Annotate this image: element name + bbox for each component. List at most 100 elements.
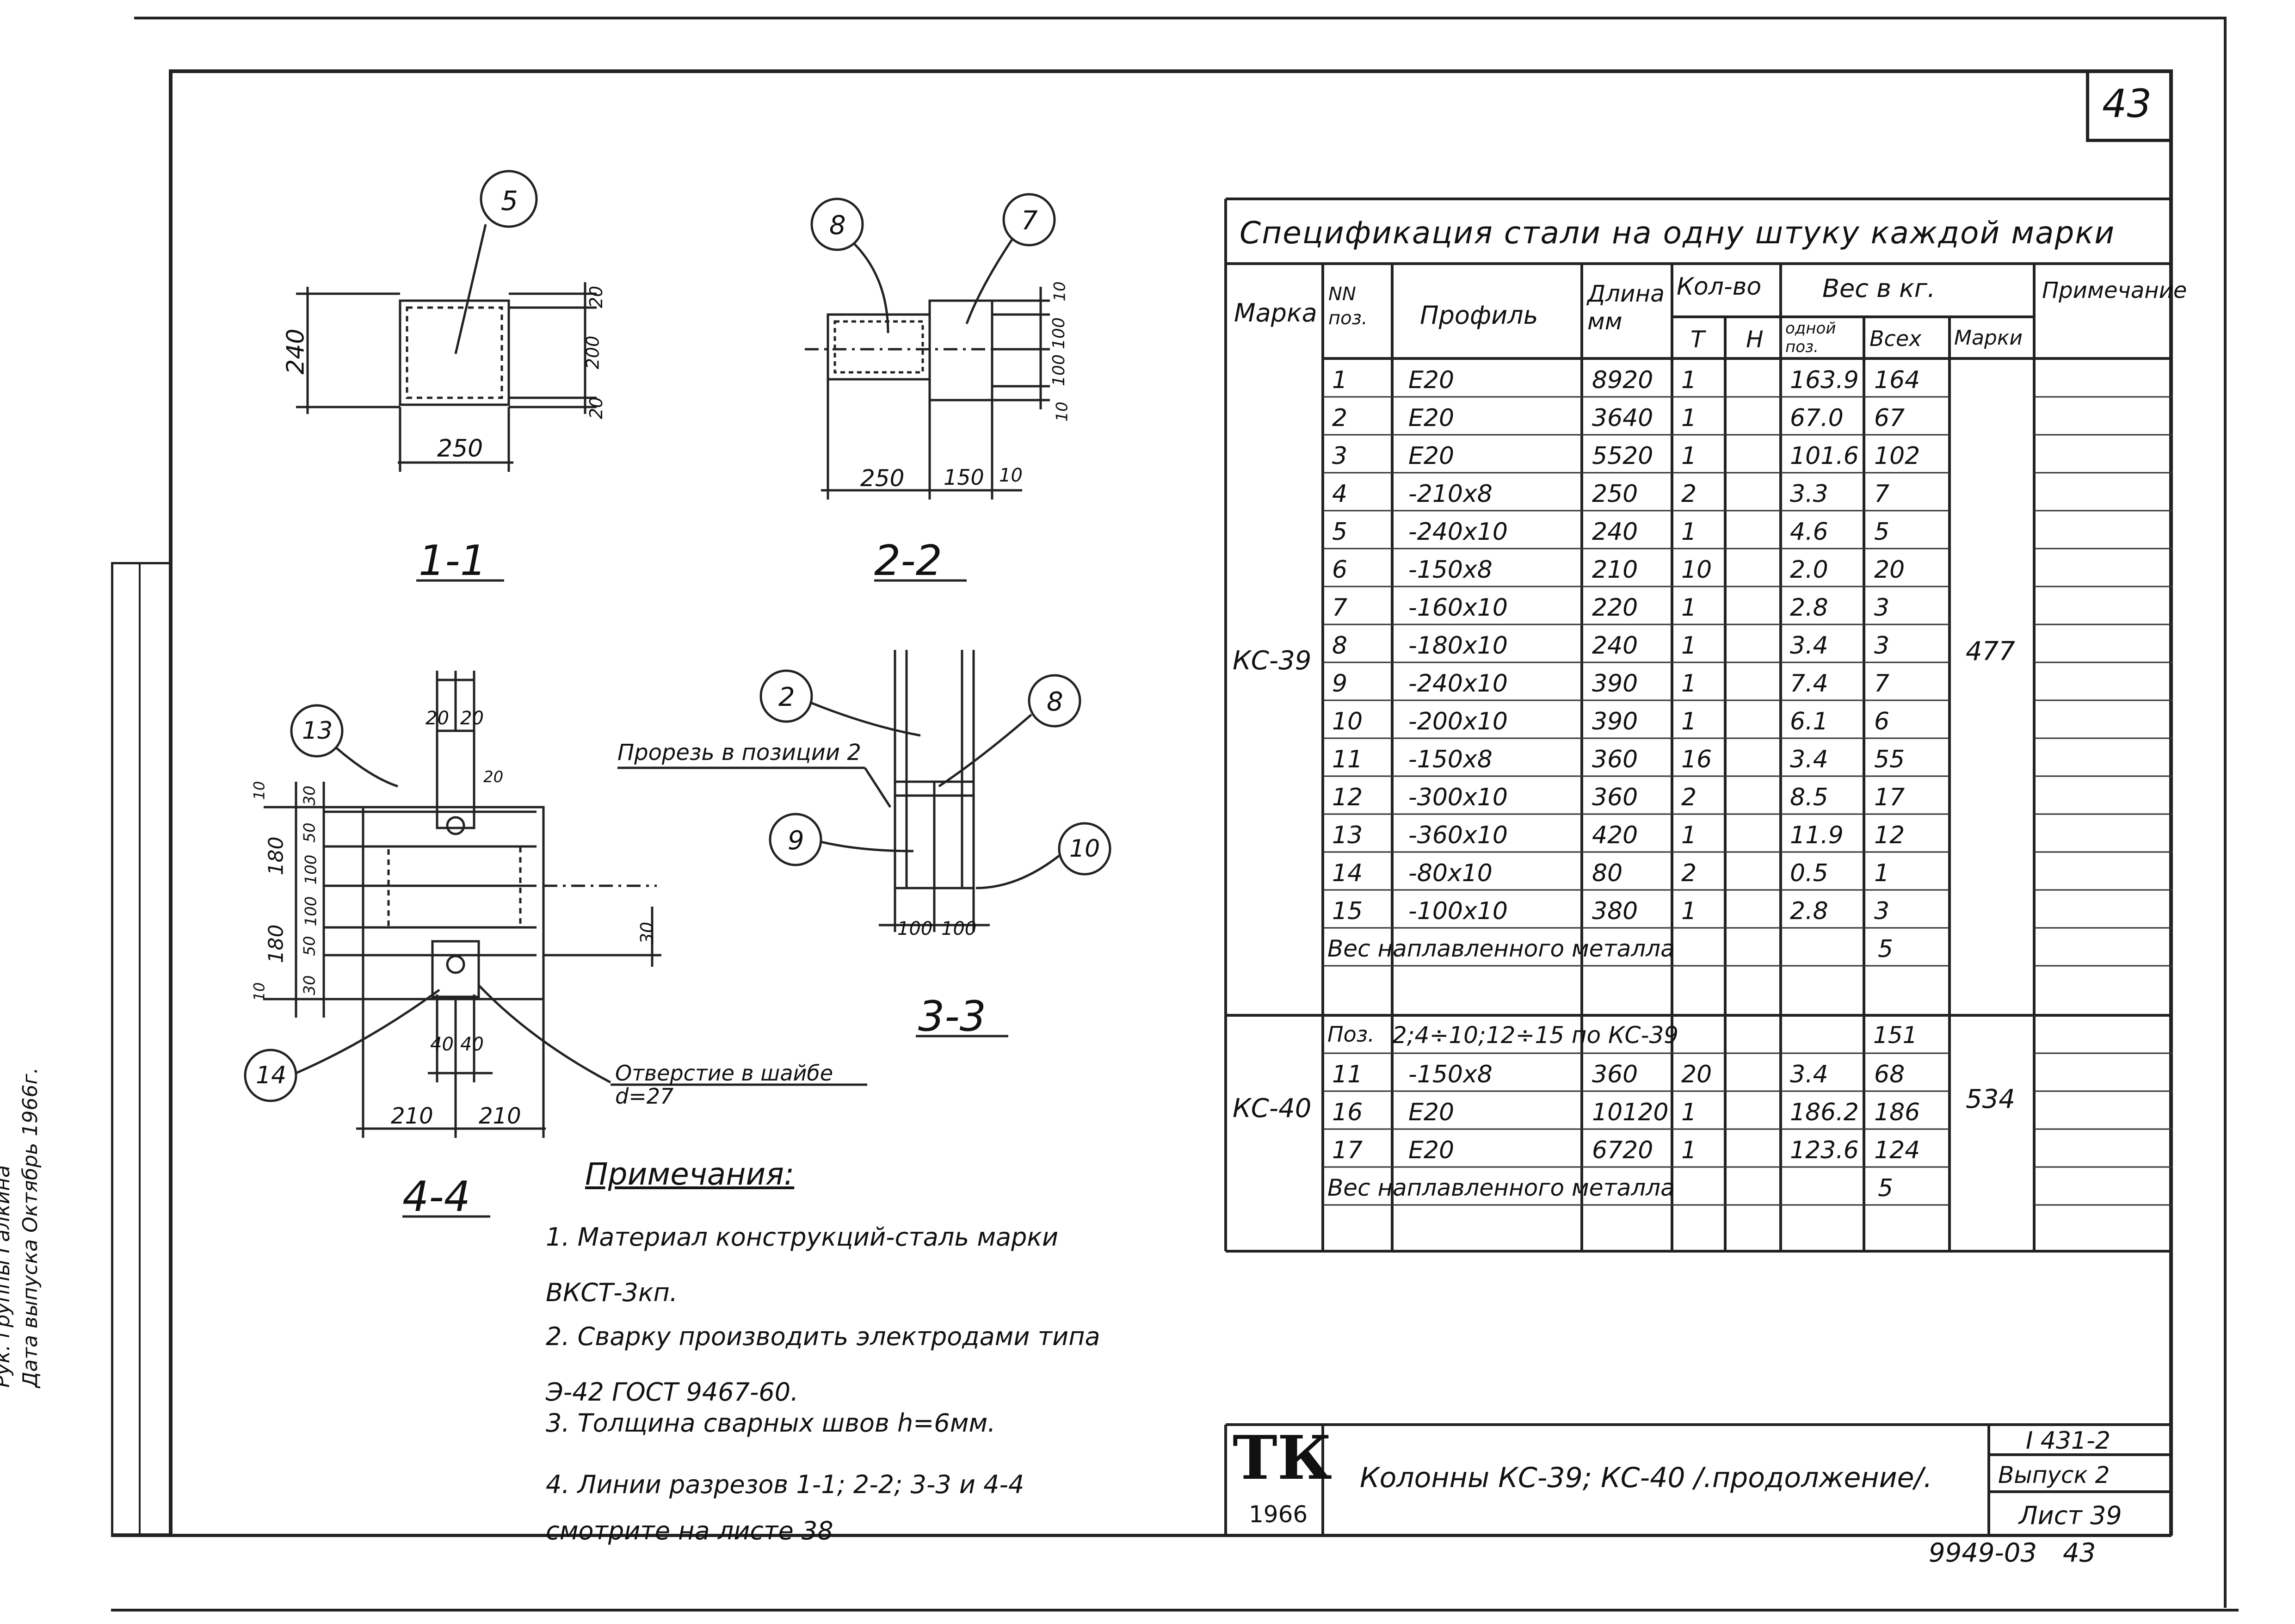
spec-cell-profile: Е20 [1408, 1099, 1455, 1126]
hole-note: Отверстие в шайбе d=27 [615, 1061, 833, 1109]
section-1-1-label: 1-1 [419, 537, 487, 585]
spec-cell-one: 2.8 [1790, 897, 1828, 925]
title-block-sheet: Лист 39 [2019, 1501, 2122, 1530]
spec-cell-one: 186.2 [1790, 1099, 1859, 1126]
spec-cell-all: 186 [1874, 1099, 1920, 1126]
spec-cell-all: 68 [1874, 1061, 1905, 1088]
note-3: 3. Толщина сварных швов h=6мм. [546, 1408, 996, 1438]
spec-cell-all: 12 [1874, 821, 1905, 849]
spec-cell-length: 5520 [1592, 442, 1653, 470]
callout-9: 9 [788, 826, 804, 856]
spec-cell-profile: -300x10 [1408, 784, 1508, 811]
spec-cell-pos: 6 [1332, 556, 1348, 584]
spec-cell-all: 7 [1874, 670, 1890, 698]
dim-4-4-b210b: 210 [479, 1103, 521, 1129]
spec-cell-all: 67 [1874, 404, 1905, 432]
dim-4-4-top1: 20 [426, 708, 449, 729]
spec-cell-profile: Е20 [1408, 404, 1455, 432]
inner-right-border [2169, 69, 2173, 1536]
spec-cell-all: 3 [1874, 897, 1890, 925]
spec-cell-t: 2 [1681, 480, 1697, 508]
section-4-4 [244, 671, 867, 1218]
spec-cell-all: 7 [1874, 480, 1890, 508]
dim-2-2-w1: 250 [860, 465, 905, 492]
spec-cell-t: 1 [1681, 594, 1697, 622]
col-header-weight-one: одной поз. [1785, 319, 1836, 356]
section-4-4-label: 4-4 [402, 1173, 470, 1221]
ref-pos: Поз. [1327, 1022, 1375, 1047]
spec-cell-all: 124 [1874, 1136, 1920, 1164]
spec-mark-weight: 477 [1966, 636, 2015, 667]
spec-cell-length: 220 [1592, 594, 1638, 622]
spec-cell-all: 3 [1874, 632, 1890, 660]
col-header-weight-mark: Марки [1954, 326, 2023, 350]
spec-cell-pos: 10 [1332, 708, 1363, 735]
dim-4-4-b210a: 210 [391, 1103, 433, 1129]
spec-cell-pos: 3 [1332, 442, 1348, 470]
inner-top-border [169, 69, 2172, 73]
spec-cell-length: 240 [1592, 632, 1638, 660]
spec-cell-profile: -200x10 [1408, 708, 1508, 735]
spec-cell-t: 1 [1681, 708, 1697, 735]
spec-cell-t: 1 [1681, 442, 1697, 470]
callout-8-b: 8 [1047, 687, 1063, 717]
spec-cell-one: 3.3 [1790, 480, 1828, 508]
weld-all: 5 [1878, 935, 1894, 963]
col-header-pos: NN поз. [1328, 284, 1368, 329]
spec-marka: КС-39 [1233, 646, 1312, 676]
spec-cell-length: 380 [1592, 897, 1638, 925]
dim-3-3-w1: 100 [897, 918, 933, 939]
title-block-logo-year: 1966 [1249, 1501, 1308, 1528]
spec-cell-profile: Е20 [1408, 366, 1455, 394]
spec-cell-length: 10120 [1592, 1099, 1669, 1126]
spec-cell-one: 8.5 [1790, 784, 1828, 811]
spec-cell-all: 6 [1874, 708, 1890, 735]
dim-2-2-w2: 150 [944, 465, 984, 490]
spec-cell-one: 123.6 [1790, 1136, 1859, 1164]
spec-cell-one: 7.4 [1790, 670, 1828, 698]
spec-cell-pos: 15 [1332, 897, 1363, 925]
col-header-qty: Кол-во [1677, 273, 1762, 301]
spec-cell-one: 3.4 [1790, 632, 1828, 660]
spec-cell-one: 11.9 [1790, 821, 1844, 849]
spec-cell-profile: -150x8 [1408, 556, 1493, 584]
spec-cell-length: 240 [1592, 518, 1638, 546]
spec-cell-t: 10 [1681, 556, 1712, 584]
spec-marka: КС-40 [1233, 1093, 1312, 1124]
col-header-qty-n: Н [1746, 326, 1764, 353]
spec-cell-length: 360 [1592, 746, 1638, 773]
callout-5: 5 [501, 185, 518, 216]
spec-cell-pos: 1 [1332, 366, 1348, 394]
bottom-code: 9949-03 [1929, 1538, 2037, 1568]
spec-cell-one: 2.8 [1790, 594, 1828, 622]
spec-cell-one: 101.6 [1790, 442, 1859, 470]
spec-cell-all: 102 [1874, 442, 1920, 470]
title-block-title: Колонны КС-39; КС-40 /.продолжение/. [1360, 1462, 1932, 1494]
bottom-border [111, 1609, 2239, 1612]
spec-cell-all: 5 [1874, 518, 1890, 546]
spec-cell-profile: -100x10 [1408, 897, 1508, 925]
spec-cell-t: 1 [1681, 1099, 1697, 1126]
spec-cell-t: 1 [1681, 897, 1697, 925]
spec-cell-t: 2 [1681, 859, 1697, 887]
spec-cell-one: 0.5 [1790, 859, 1828, 887]
spec-cell-t: 16 [1681, 746, 1712, 773]
spec-cell-one: 67.0 [1790, 404, 1844, 432]
callout-2: 2 [778, 682, 795, 712]
section-2-2-label: 2-2 [874, 537, 942, 585]
spec-cell-one: 4.6 [1790, 518, 1828, 546]
spec-cell-profile: Е20 [1408, 442, 1455, 470]
spec-cell-t: 1 [1681, 670, 1697, 698]
spec-cell-t: 1 [1681, 366, 1697, 394]
left-strip-divider [139, 562, 141, 1536]
title-block-issue: Выпуск 2 [1998, 1462, 2110, 1488]
slot-note: Прорезь в позиции 2 [617, 740, 861, 766]
spec-cell-profile: Е20 [1408, 1136, 1455, 1164]
spec-cell-profile: -240x10 [1408, 670, 1508, 698]
spec-cell-pos: 12 [1332, 784, 1363, 811]
dim-4-4-b40a: 40 [430, 1034, 454, 1055]
spec-mark-weight: 534 [1966, 1084, 2015, 1114]
spec-cell-profile: -80x10 [1408, 859, 1493, 887]
